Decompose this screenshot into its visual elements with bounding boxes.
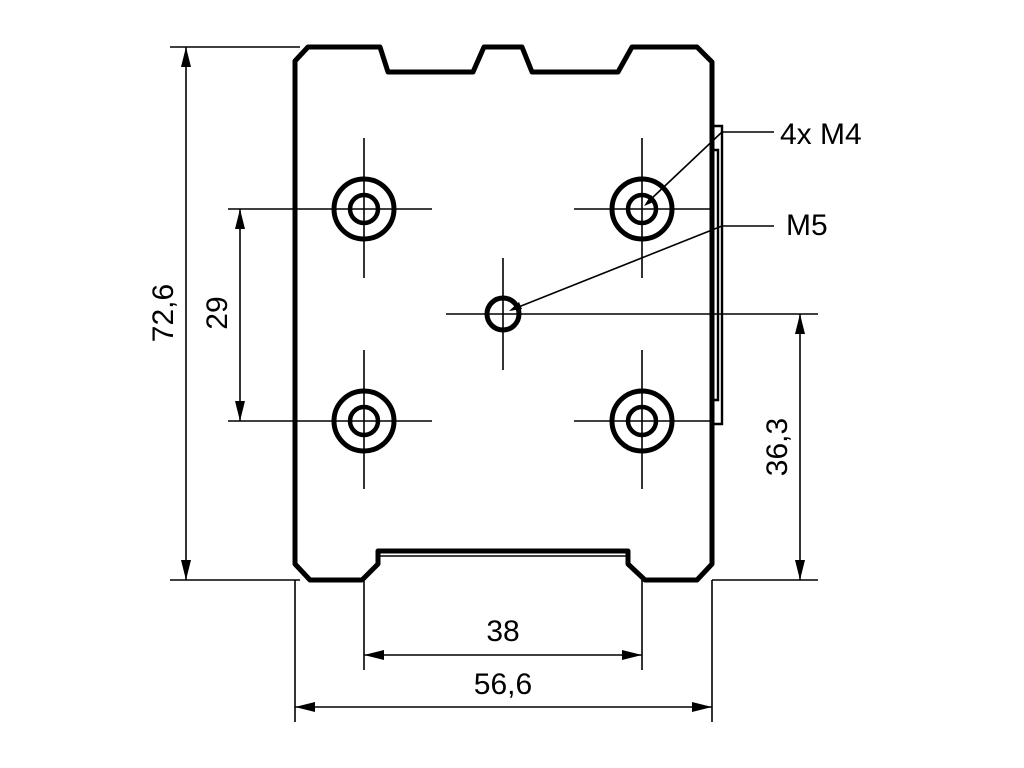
- dim-overall-width-text: 56,6: [474, 668, 532, 701]
- dim-hole-spacing-horizontal: [363, 580, 643, 670]
- dim-overall-height: [170, 46, 300, 581]
- dim-center-height: [712, 314, 818, 581]
- side-connector: [712, 124, 724, 426]
- dim-center-height-text: 36,3: [761, 418, 794, 476]
- m4-hole-bottom-left: [331, 388, 397, 454]
- body-outline: [292, 44, 715, 583]
- m5-callout-label: M5: [786, 209, 828, 242]
- dim-hole-spacing-vertical: [235, 209, 245, 421]
- m4-hole-top-left: [331, 176, 397, 242]
- m4-callout-label: 4x M4: [780, 118, 862, 151]
- callout-leaders: [509, 131, 774, 311]
- center-lines: [228, 138, 818, 489]
- dim-overall-height-text: 72,6: [147, 284, 180, 342]
- m4-hole-top-right: [609, 176, 675, 242]
- m5-hole: [484, 295, 522, 333]
- dim-hole-spacing-horizontal-text: 38: [486, 615, 519, 648]
- dim-hole-spacing-vertical-text: 29: [201, 296, 234, 329]
- m4-hole-bottom-right: [609, 388, 675, 454]
- dim-overall-width: [294, 580, 713, 722]
